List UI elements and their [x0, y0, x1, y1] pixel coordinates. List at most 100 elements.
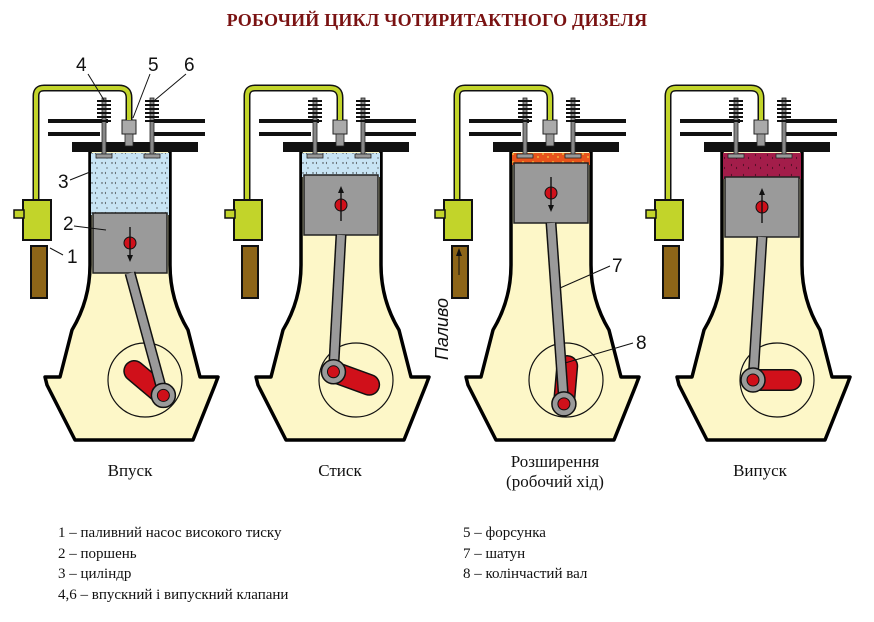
caption-power-line2: (робочий хід)	[506, 472, 604, 491]
fuel-pump-head	[443, 199, 473, 241]
engine-exhaust	[645, 84, 852, 442]
crank-pin	[557, 397, 571, 411]
injector-nozzle	[124, 133, 134, 147]
crank-circle	[318, 342, 394, 418]
connecting-rod	[126, 271, 168, 397]
fuel-pump-plunger	[30, 245, 48, 299]
fuel-line	[666, 86, 763, 200]
caption-compression: Стиск	[285, 461, 395, 481]
injector	[332, 119, 348, 135]
legend-right: 5 – форсунка 7 – шатун 8 – колінчастий в…	[463, 523, 587, 585]
legend-item: 4,6 – впускний і випускний клапани	[58, 586, 289, 603]
fuel-line	[245, 86, 342, 200]
fuel-pump-inlet	[645, 209, 657, 219]
fuel-pump-inlet	[13, 209, 25, 219]
caption-exhaust-line: Випуск	[733, 461, 787, 480]
exhaust-port	[571, 119, 626, 136]
legend-item: 1 – паливний насос високого тиску	[58, 525, 282, 541]
leader-line	[73, 225, 107, 231]
engine-intake	[13, 84, 220, 442]
arrow-head-icon	[127, 255, 133, 262]
fuel-pump-plunger	[241, 245, 259, 299]
part-number-7: 7	[612, 256, 623, 277]
legend-item: 8 – колінчастий вал	[463, 566, 588, 582]
injector	[542, 119, 558, 135]
injector-nozzle	[335, 133, 345, 147]
fuel-pump-inlet	[434, 209, 446, 219]
intake-valve	[516, 97, 534, 159]
part-number-5: 5	[148, 55, 159, 76]
exhaust-valve	[143, 97, 161, 159]
fuel-pump-plunger	[662, 245, 680, 299]
part-number-8: 8	[636, 333, 647, 354]
caption-exhaust: Випуск	[705, 461, 815, 481]
legend-item: 7 – шатун	[463, 545, 526, 562]
diagram-title: РОБОЧИЙ ЦИКЛ ЧОТИРИТАКТНОГО ДИЗЕЛЯ	[226, 10, 648, 30]
exhaust-valve	[354, 97, 372, 159]
leader-line	[87, 73, 105, 101]
part-number-2: 2	[63, 214, 74, 235]
intake-valve	[95, 97, 113, 159]
caption-power: Розширення (робочий хід)	[480, 452, 630, 492]
legend-item: 2 – поршень	[58, 545, 137, 562]
legend-item: 5 – форсунка	[463, 525, 546, 541]
injector-nozzle	[756, 133, 766, 147]
caption-intake: Впуск	[75, 461, 185, 481]
leader-line	[559, 265, 611, 289]
combustion-chamber	[91, 153, 169, 215]
fuel-pump-head	[233, 199, 263, 241]
connecting-rod	[547, 222, 568, 405]
legend-item: 3 – циліндр	[58, 566, 132, 582]
part-number-1: 1	[67, 247, 78, 268]
connecting-rod	[329, 234, 345, 373]
intake-valve	[306, 97, 324, 159]
arrow-head-icon	[338, 186, 344, 193]
part-number-4: 4	[76, 55, 87, 76]
leader-line	[69, 171, 91, 181]
intake-port	[48, 119, 108, 136]
cylinder-head	[283, 142, 409, 152]
intake-port	[259, 119, 319, 136]
fuel-line	[34, 86, 131, 200]
fuel-pump-head	[22, 199, 52, 241]
injector	[753, 119, 769, 135]
injector	[121, 119, 137, 135]
injector-nozzle	[545, 133, 555, 147]
fuel-pump-inlet	[224, 209, 236, 219]
leader-line	[154, 73, 187, 101]
leader-line	[132, 73, 151, 119]
leader-line	[49, 247, 64, 256]
engine-power	[434, 84, 641, 442]
exhaust-port	[361, 119, 416, 136]
piston	[303, 174, 379, 236]
crank-pin	[326, 365, 340, 379]
caption-compression-line: Стиск	[318, 461, 362, 480]
intake-port	[680, 119, 740, 136]
arrow-head-icon	[548, 205, 554, 212]
exhaust-valve	[775, 97, 793, 159]
exhaust-valve	[564, 97, 582, 159]
intake-port	[469, 119, 529, 136]
cylinder-head	[72, 142, 198, 152]
fuel-pump-head	[654, 199, 684, 241]
intake-valve	[727, 97, 745, 159]
connecting-rod	[749, 236, 766, 381]
arrow-head-icon	[759, 188, 765, 195]
cylinder-head	[493, 142, 619, 152]
cylinder-head	[704, 142, 830, 152]
crank-circle	[739, 342, 815, 418]
exhaust-port	[150, 119, 205, 136]
crank-pin	[156, 388, 170, 402]
leader-line	[564, 342, 634, 364]
part-number-6: 6	[184, 55, 195, 76]
arrow-head-icon	[456, 248, 462, 256]
engine-compression	[224, 84, 431, 442]
crank-circle	[528, 342, 604, 418]
crank-pin	[746, 373, 760, 387]
fuel-label: Паливо	[432, 298, 452, 360]
fuel-line	[455, 86, 552, 200]
exhaust-port	[782, 119, 837, 136]
caption-intake-line: Впуск	[107, 461, 153, 480]
legend-left: 1 – паливний насос високого тиску 2 – по…	[58, 523, 288, 605]
